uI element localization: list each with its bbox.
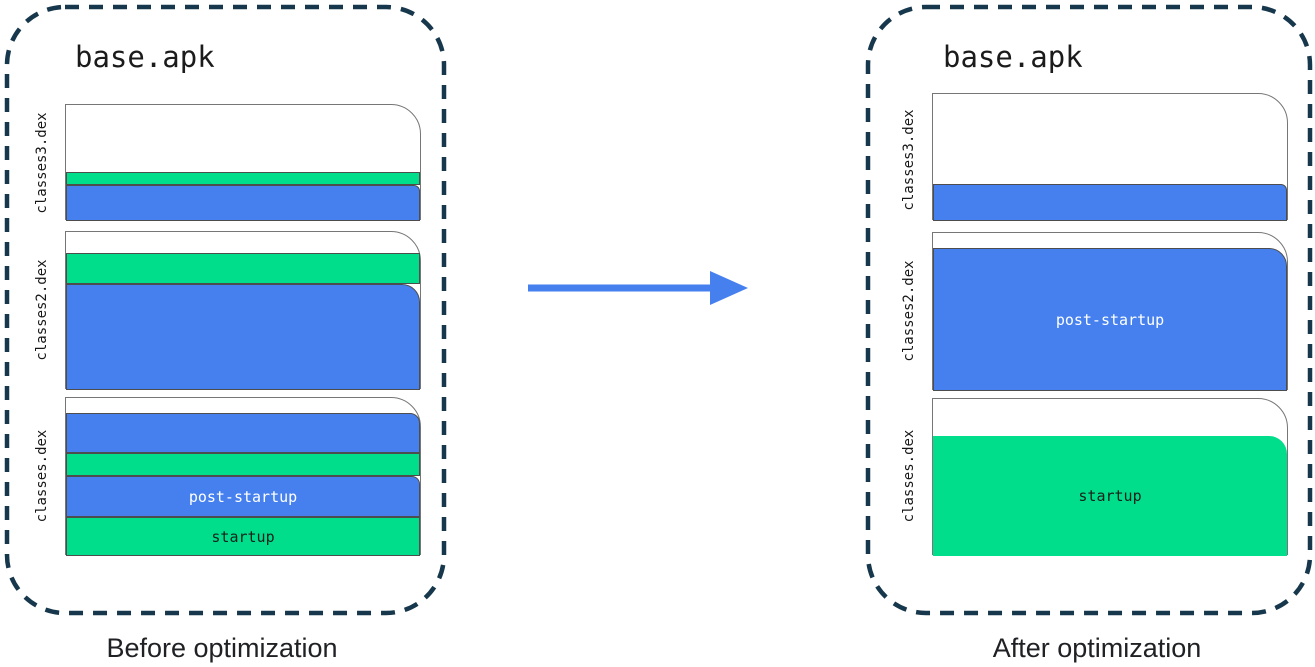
before-classes2-label: classes2.dex [34, 259, 50, 361]
after-classes3-label: classes3.dex [901, 109, 917, 211]
before-classes3-label: classes3.dex [34, 112, 50, 214]
after-classes3-file [932, 93, 1288, 221]
post-startup-label: post-startup [188, 487, 298, 506]
before-classes-startup-segment-2: startup [66, 517, 420, 556]
before-caption: Before optimization [106, 633, 338, 663]
before-classes3-file [65, 104, 421, 221]
before-classes-post-startup-segment-1 [66, 413, 420, 453]
before-classes2-post-startup-segment [66, 284, 420, 390]
after-classes3-post-startup-segment [933, 184, 1287, 221]
before-classes3-startup-segment [66, 172, 420, 185]
before-classes-post-startup-segment-2: post-startup [66, 476, 420, 517]
after-classes-file: startup [932, 398, 1288, 556]
before-classes-label: classes.dex [34, 429, 50, 523]
before-apk-title: base.apk [75, 40, 215, 74]
before-container-border [4, 4, 447, 616]
startup-label: startup [211, 527, 275, 546]
after-classes2-file: post-startup [932, 232, 1288, 391]
before-classes-file: post-startup startup [65, 397, 421, 556]
before-classes2-file [65, 231, 421, 390]
after-caption: After optimization [992, 633, 1202, 663]
after-classes-startup-segment: startup [933, 436, 1287, 556]
after-container-border [865, 4, 1313, 616]
after-classes2-label: classes2.dex [901, 260, 917, 362]
transform-arrow-icon [528, 271, 748, 305]
after-apk-title: base.apk [943, 40, 1083, 74]
after-classes2-post-startup-segment: post-startup [933, 248, 1287, 391]
startup-label: startup [1078, 487, 1142, 505]
before-classes3-post-startup-segment [66, 185, 420, 221]
before-classes2-startup-segment [66, 253, 420, 284]
post-startup-label: post-startup [1055, 310, 1165, 329]
after-classes-label: classes.dex [901, 429, 917, 523]
before-classes-startup-segment-1 [66, 453, 420, 476]
